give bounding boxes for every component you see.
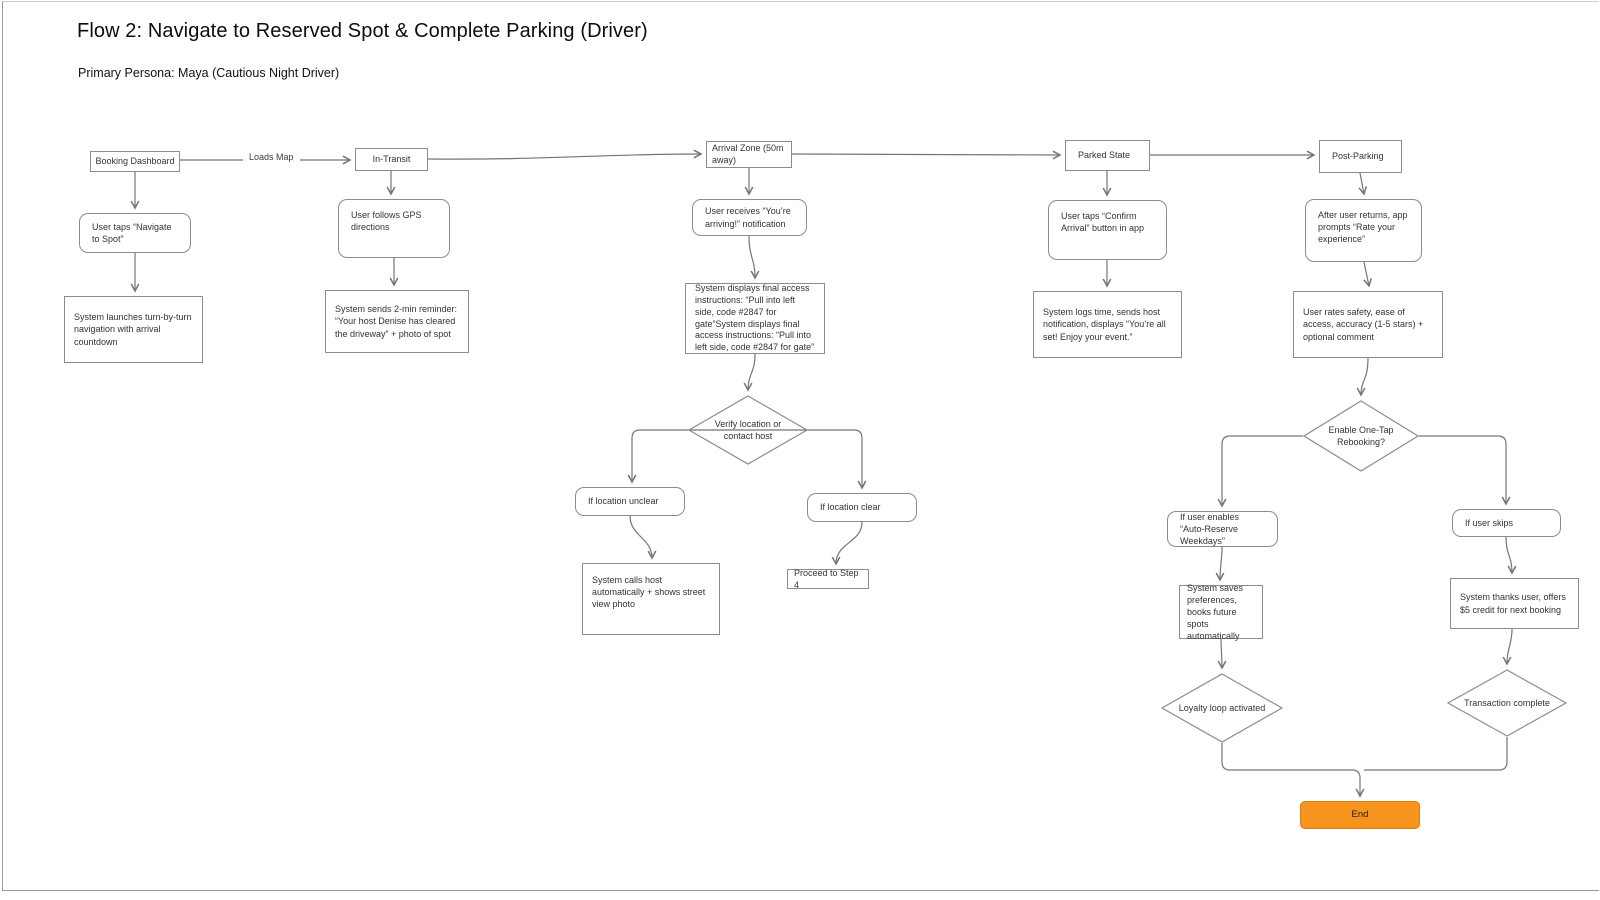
node-enable-rebooking[interactable]: Enable One-Tap Rebooking? <box>1303 400 1419 472</box>
node-user-receives-arriving[interactable]: User receives “You’re arriving!” notific… <box>692 199 807 236</box>
edge-loyalty-to-end <box>1221 743 1365 798</box>
edge-verify-right <box>748 429 867 490</box>
edge-clear-down <box>831 521 863 566</box>
node-verify-location[interactable]: Verify location or contact host <box>688 395 808 465</box>
node-proceed-step4[interactable]: Proceed to Step 4 <box>787 568 869 590</box>
node-in-transit[interactable]: In-Transit <box>355 148 428 171</box>
edge-label-loads-map[interactable]: Loads Map <box>243 152 300 162</box>
node-parked-state[interactable]: Parked State <box>1065 140 1150 171</box>
edge-saves-to-loyalty <box>1217 638 1227 670</box>
edge-thanks-to-transaction <box>1502 628 1513 666</box>
decision-label: Transaction complete <box>1464 697 1550 708</box>
node-system-displays-access[interactable]: System displays final access instruction… <box>685 283 825 354</box>
edge-rebooking-right <box>1419 435 1511 506</box>
edge-arrival-to-parked <box>791 150 1062 160</box>
node-user-follows-gps[interactable]: User follows GPS directions <box>338 199 450 258</box>
node-system-saves-prefs[interactable]: System saves preferences, books future s… <box>1179 583 1263 641</box>
node-end[interactable]: End <box>1300 801 1420 829</box>
node-system-logs-time[interactable]: System logs time, sends host notificatio… <box>1033 291 1182 358</box>
edge-post-down1 <box>1358 172 1368 196</box>
node-user-taps-navigate[interactable]: User taps “Navigate to Spot” <box>79 213 191 253</box>
edge-skips-down <box>1505 536 1517 575</box>
node-if-user-skips[interactable]: If user skips <box>1452 509 1561 537</box>
node-loyalty-loop[interactable]: Loyalty loop activated <box>1161 673 1283 743</box>
node-if-location-unclear[interactable]: If location unclear <box>575 487 685 516</box>
node-if-user-enables[interactable]: If user enables “Auto-Reserve Weekdays” <box>1167 511 1278 547</box>
edge-post-down2 <box>1363 261 1372 288</box>
edge-intransit-to-arrival <box>427 149 703 160</box>
edge-arrival-down2 <box>748 235 760 280</box>
decision-label: Loyalty loop activated <box>1178 702 1266 713</box>
edge-enables-down <box>1215 546 1225 582</box>
edge-rebooking-left <box>1217 435 1303 508</box>
node-system-sends-reminder[interactable]: System sends 2-min reminder: “Your host … <box>325 290 469 353</box>
edge-access-to-verify <box>743 353 756 392</box>
page-title: Flow 2: Navigate to Reserved Spot & Comp… <box>77 20 648 42</box>
edge-transaction-to-end <box>1364 737 1508 771</box>
node-system-thanks-user[interactable]: System thanks user, offers $5 credit for… <box>1450 578 1579 629</box>
node-user-rates[interactable]: User rates safety, ease of access, accur… <box>1293 291 1443 358</box>
decision-label: Verify location or contact host <box>714 418 782 441</box>
decision-label: Enable One-Tap Rebooking? <box>1328 424 1394 447</box>
node-user-taps-confirm[interactable]: User taps “Confirm Arrival” button in ap… <box>1048 200 1167 260</box>
node-after-user-returns[interactable]: After user returns, app prompts “Rate yo… <box>1305 199 1422 262</box>
edge-verify-left <box>627 429 748 484</box>
node-booking-dashboard[interactable]: Booking Dashboard <box>90 151 180 172</box>
page-subtitle: Primary Persona: Maya (Cautious Night Dr… <box>78 66 340 80</box>
edge-rates-to-rebooking <box>1356 357 1369 397</box>
node-system-launches-nav[interactable]: System launches turn-by-turn navigation … <box>64 296 203 363</box>
edge-unclear-down <box>629 515 657 560</box>
node-arrival-zone[interactable]: Arrival Zone (50m away) <box>706 141 792 168</box>
node-post-parking[interactable]: Post-Parking <box>1319 140 1402 173</box>
node-system-calls-host[interactable]: System calls host automatically + shows … <box>582 563 720 635</box>
node-if-location-clear[interactable]: If location clear <box>807 493 917 522</box>
node-transaction-complete[interactable]: Transaction complete <box>1447 669 1567 737</box>
